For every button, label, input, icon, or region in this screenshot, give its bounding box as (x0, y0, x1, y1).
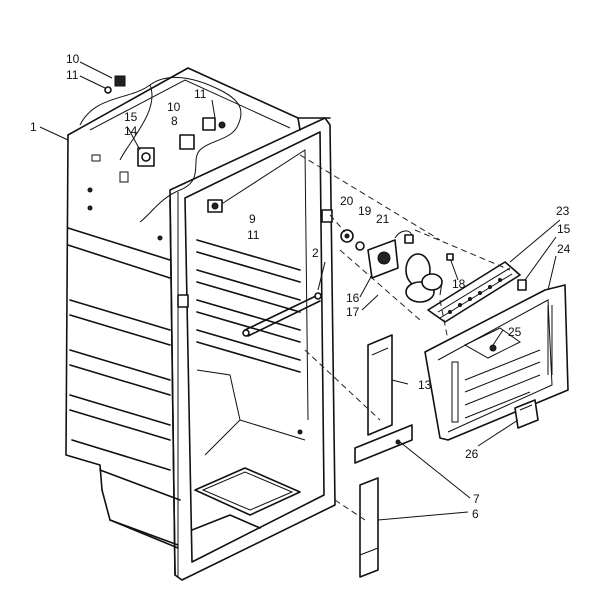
label-26: 26 (465, 447, 479, 461)
label-20: 20 (340, 194, 354, 208)
label-18: 18 (452, 277, 466, 291)
front-frame (169, 117, 336, 581)
label-15b: 15 (557, 222, 571, 236)
label-23: 23 (556, 204, 570, 218)
label-17: 17 (346, 305, 360, 319)
leader-lines (39, 126, 561, 521)
fan-assembly (340, 229, 459, 303)
label-6: 6 (472, 507, 479, 521)
label-25: 25 (508, 325, 522, 339)
assembly-guide-lines (299, 154, 511, 521)
part-labels: 10 11 1 15 14 11 10 8 9 11 2 20 19 21 18… (30, 52, 571, 521)
label-24: 24 (557, 242, 571, 256)
label-13: 13 (418, 378, 432, 392)
label-9: 9 (249, 212, 256, 226)
label-11c: 11 (247, 228, 260, 242)
label-19: 19 (358, 204, 372, 218)
top-components (79, 61, 226, 213)
label-15a: 15 (124, 110, 138, 124)
label-11a: 11 (66, 68, 79, 82)
label-2: 2 (312, 246, 319, 260)
label-11b: 11 (194, 87, 207, 101)
label-8: 8 (171, 114, 178, 128)
label-16: 16 (346, 291, 360, 305)
cabinet-liner (65, 67, 331, 576)
label-7: 7 (473, 492, 480, 506)
lower-panels (354, 334, 413, 578)
label-10a: 10 (66, 52, 80, 66)
label-1: 1 (30, 120, 37, 134)
label-10b: 10 (167, 100, 181, 114)
evaporator-assembly (424, 261, 569, 441)
label-21: 21 (376, 212, 390, 226)
label-14: 14 (124, 124, 138, 138)
part-2-rod (242, 292, 322, 337)
